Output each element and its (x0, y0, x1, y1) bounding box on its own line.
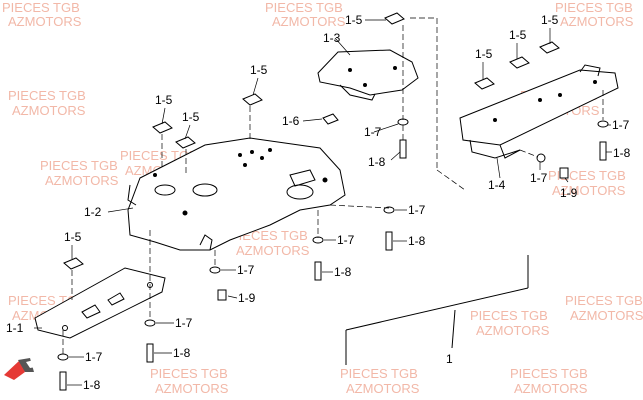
assembly-bracket (345, 255, 529, 365)
callout-1-5: 1-5 (509, 28, 527, 42)
callout-1-8: 1-8 (408, 234, 426, 248)
watermark-az: AZMOTORS (272, 14, 346, 29)
callout-1-5: 1-5 (64, 230, 82, 244)
callout-1-5: 1-5 (155, 93, 173, 107)
callout-1-5: 1-5 (475, 47, 493, 61)
watermark-pieces: PIECES TGB (565, 293, 643, 308)
watermark-az: AZMOTORS (476, 323, 550, 338)
watermark-az: AZMOTORS (12, 103, 86, 118)
skid-bracket-right (459, 64, 619, 159)
callout-1-2: 1-2 (84, 205, 102, 219)
callout-1-4: 1-4 (488, 178, 506, 192)
skid-plate-top (317, 49, 419, 101)
watermark-az: AZMOTORS (155, 381, 229, 396)
callout-1-7: 1-7 (530, 171, 548, 185)
callout-1-9: 1-9 (560, 186, 578, 200)
callout-1-1: 1-1 (6, 321, 24, 335)
callout-1-8: 1-8 (83, 378, 101, 392)
bolt-parts (59, 139, 607, 391)
callout-1-5: 1-5 (345, 13, 363, 27)
watermark-pieces: PIECES TGB (470, 308, 548, 323)
watermark-pieces: PIECES TGB (555, 0, 633, 15)
watermark-az: AZMOTORS (514, 381, 588, 396)
callout-1-7: 1-7 (337, 233, 355, 247)
callout-1-5: 1-5 (541, 13, 559, 27)
watermark-az: AZMOTORS (560, 14, 634, 29)
watermark-az: AZMOTORS (236, 243, 310, 258)
watermark-pieces: PIECES TGB (510, 366, 588, 381)
watermark-az: AZMOTORS (552, 183, 626, 198)
callout-1-7: 1-7 (364, 125, 382, 139)
callout-1-7: 1-7 (408, 203, 426, 217)
callout-1-8: 1-8 (368, 155, 386, 169)
callout-1-6: 1-6 (282, 114, 300, 128)
watermark-az: AZMOTORS (45, 173, 119, 188)
watermark-az: AZMOTORS (8, 14, 82, 29)
skid-plate-front (34, 267, 166, 339)
watermark-az: AZMOTORS (346, 381, 420, 396)
leader-lines (34, 19, 612, 386)
clip-parts (63, 12, 560, 270)
callout-1-7: 1-7 (175, 316, 193, 330)
watermark-pieces: PIECES TGB (8, 88, 86, 103)
callout-1-5: 1-5 (250, 63, 268, 77)
az-logo (4, 358, 36, 380)
callout-1-8: 1-8 (613, 146, 631, 160)
callout-1-7: 1-7 (237, 263, 255, 277)
callout-1-5: 1-5 (182, 110, 200, 124)
watermark-pieces: PIECES TGB (150, 366, 228, 381)
callout-1: 1 (446, 352, 453, 366)
watermark-az: AZMOTORS (570, 308, 643, 323)
callout-1-3: 1-3 (323, 31, 341, 45)
callout-1-8: 1-8 (334, 265, 352, 279)
skid-plate-main (127, 137, 346, 251)
callout-labels: 1-5 1-5 1-5 1-5 1-5 1-5 1-5 1-5 1-3 1-6 … (6, 13, 631, 392)
callout-1-7: 1-7 (85, 350, 103, 364)
callout-1-7: 1-7 (612, 118, 630, 132)
callout-1-9: 1-9 (238, 291, 256, 305)
callout-1-8: 1-8 (173, 346, 191, 360)
watermark-pieces: PIECES TGB (2, 0, 80, 15)
watermark-pieces: PIECES TGB (340, 366, 418, 381)
dashed-lines (62, 17, 604, 355)
watermark-pieces: PIECES TGB (265, 0, 343, 15)
washer-parts (57, 118, 609, 361)
watermark-pieces: PIECES TGB (40, 158, 118, 173)
